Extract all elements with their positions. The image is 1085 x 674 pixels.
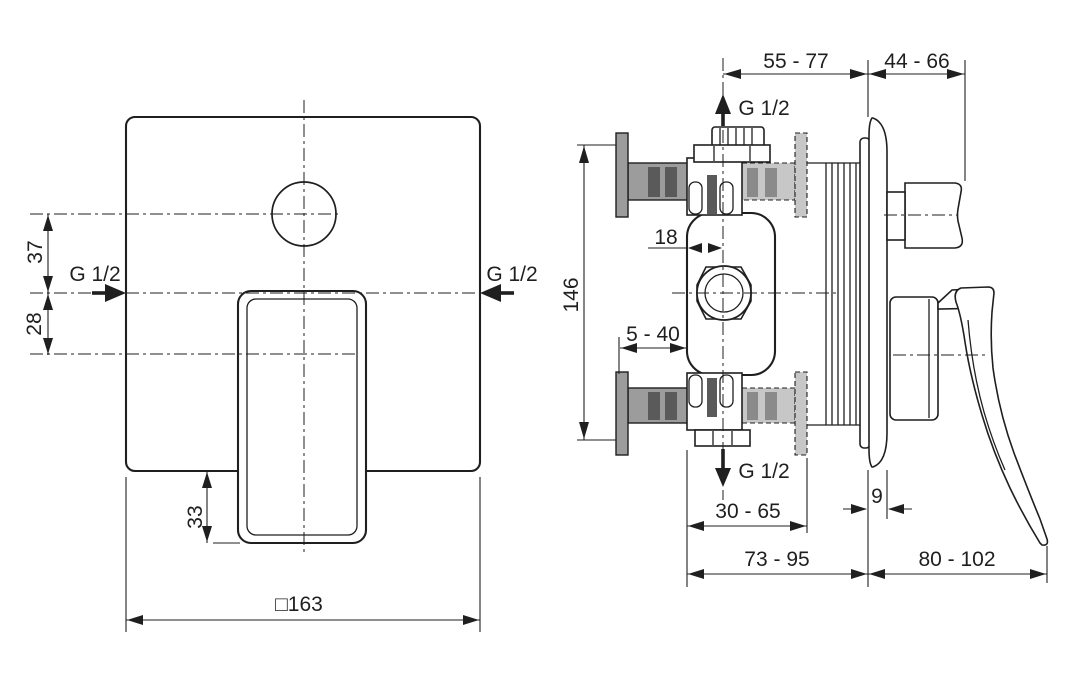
lever-front-inner <box>246 298 358 536</box>
port-right-label: G 1/2 <box>486 263 537 286</box>
port-top-label: G 1/2 <box>738 97 789 120</box>
rail-end-plate-upper-left <box>615 132 629 218</box>
port-left-label: G 1/2 <box>69 263 120 286</box>
inlet-left-arrow <box>105 284 126 302</box>
dim-33-label: 33 <box>184 505 207 528</box>
inlet-right-arrow <box>480 284 501 302</box>
dim-line-depths <box>723 60 966 181</box>
dim-line-30-65 <box>686 450 808 587</box>
dim-line-163 <box>125 477 481 632</box>
dim-80-102-label: 80 - 102 <box>918 548 995 571</box>
dim-146-label: 146 <box>560 277 583 312</box>
lever-front-outer <box>236 289 368 545</box>
dim-line-33 <box>206 471 240 544</box>
lever-side <box>954 286 1049 546</box>
outlet-top-arrow <box>715 94 731 114</box>
top-port-fitting <box>693 126 771 163</box>
dim-163-label: □163 <box>275 593 323 616</box>
wall-seal-corrugation <box>807 162 861 426</box>
dim-5-40-label: 5 - 40 <box>626 323 680 346</box>
dim-line-146 <box>577 144 616 441</box>
side-view: 55 - 77 44 - 66 G 1/2 146 18 5 - 40 G 1/… <box>560 50 1049 587</box>
dim-44-66-label: 44 - 66 <box>884 50 949 73</box>
dim-28-label: 28 <box>23 312 46 335</box>
escutcheon-plate <box>868 117 888 468</box>
rail-end-plate-upper-right <box>794 132 808 218</box>
rail-end-plate-lower-right <box>794 371 808 456</box>
dim-18-label: 18 <box>654 226 677 249</box>
dim-30-65-label: 30 - 65 <box>715 500 780 523</box>
lower-bracket <box>686 372 743 431</box>
dim-line-9 <box>843 470 912 587</box>
dim-9-label: 9 <box>871 485 883 508</box>
outlet-bottom-arrow <box>715 468 731 487</box>
handle-hub <box>889 296 939 421</box>
front-view: 37 28 33 □163 G 1/2 G 1/2 <box>23 100 538 632</box>
upper-bracket <box>686 157 743 216</box>
dim-73-95-label: 73 - 95 <box>744 548 809 571</box>
rail-end-plate-lower-left <box>615 371 629 456</box>
lever-contour-line <box>967 319 1006 471</box>
dim-37-label: 37 <box>24 240 47 263</box>
port-bottom-label: G 1/2 <box>738 460 789 483</box>
dim-55-77-label: 55 - 77 <box>763 50 828 73</box>
outlet-connector-neck <box>886 191 906 241</box>
